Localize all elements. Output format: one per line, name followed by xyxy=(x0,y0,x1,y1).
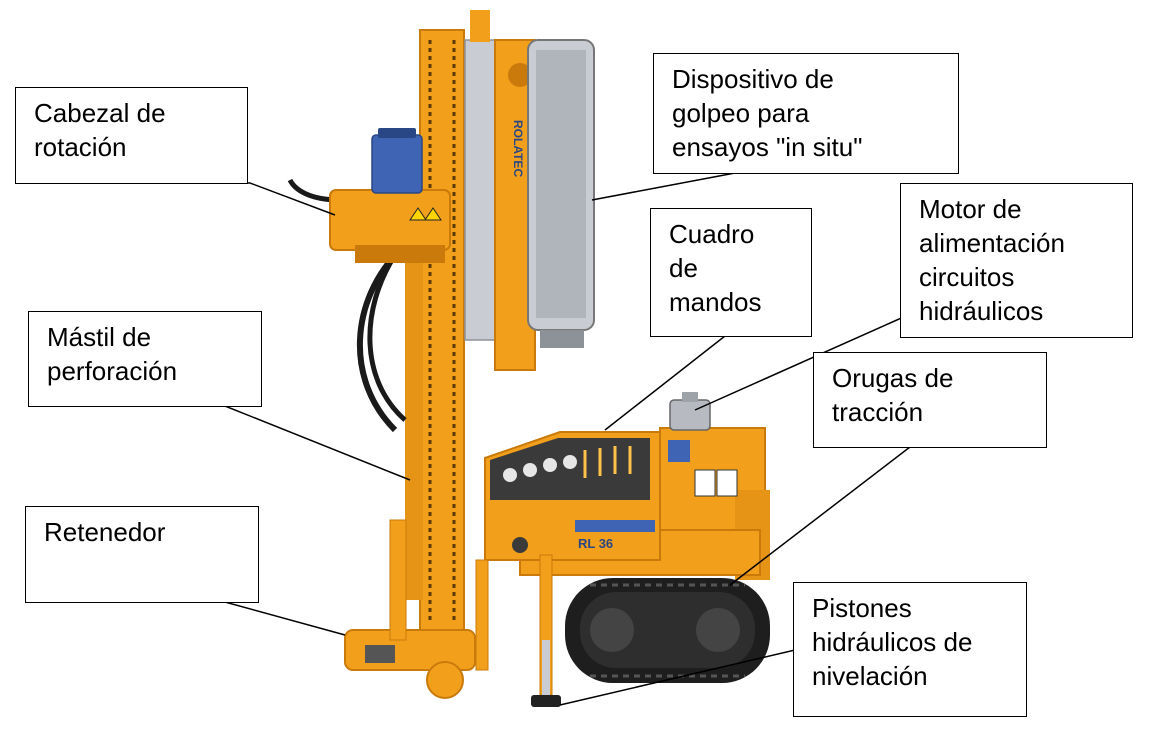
leader-line-impact-device xyxy=(591,172,736,201)
callout-traction-tracks: Orugas de tracción xyxy=(813,352,1047,448)
callout-retainer: Retenedor xyxy=(25,506,259,603)
callout-line: golpeo para xyxy=(672,98,810,128)
callout-power-motor: Motor de alimentación circuitos hidráuli… xyxy=(900,183,1133,338)
callout-line: tracción xyxy=(832,397,924,427)
callout-line: rotación xyxy=(34,132,127,162)
leader-line-retainer xyxy=(185,601,346,636)
callout-line: nivelación xyxy=(812,661,928,691)
crawler-track xyxy=(565,578,770,683)
retainer-clamp xyxy=(344,519,476,699)
impact-device-cylinder xyxy=(527,39,595,348)
callout-line: Cabezal de xyxy=(34,98,166,128)
callout-line: mandos xyxy=(669,287,762,317)
callout-rotation-head: Cabezal de rotación xyxy=(15,87,248,184)
callout-line: de xyxy=(669,253,698,283)
drilling-mast-structure xyxy=(405,10,536,631)
callout-control-panel: Cuadro de mandos xyxy=(650,208,812,337)
callout-line: hidráulicos de xyxy=(812,627,973,657)
callout-line: Mástil de xyxy=(47,322,152,352)
callout-line: Motor de xyxy=(919,194,1022,224)
callout-line: Retenedor xyxy=(44,517,166,547)
drilling-rig-illustration: ROLATEC RL 36 xyxy=(287,10,770,707)
callout-line: circuitos xyxy=(919,262,1015,292)
hydraulic-motor xyxy=(669,392,711,431)
callout-line: perforación xyxy=(47,356,178,386)
callout-line: Dispositivo de xyxy=(672,64,834,94)
leveling-leg xyxy=(475,554,561,707)
callout-line: Pistones xyxy=(812,593,912,623)
callout-impact-device: Dispositivo de golpeo para ensayos "in s… xyxy=(653,53,959,174)
brand-text: ROLATEC xyxy=(511,120,525,177)
callout-leveling-pistons: Pistones hidráulicos de nivelación xyxy=(793,582,1027,717)
callout-line: hidráulicos xyxy=(919,296,1044,326)
leader-line-drilling-mast xyxy=(185,405,411,481)
control-panel-box xyxy=(484,431,661,561)
rotation-head-unit xyxy=(329,128,451,263)
callout-line: Orugas de xyxy=(832,363,954,393)
model-text: RL 36 xyxy=(578,536,613,551)
callout-drilling-mast: Mástil de perforación xyxy=(28,311,262,407)
callout-line: Cuadro xyxy=(669,219,755,249)
callout-line: alimentación xyxy=(919,228,1065,258)
callout-line: ensayos "in situ" xyxy=(672,132,863,162)
